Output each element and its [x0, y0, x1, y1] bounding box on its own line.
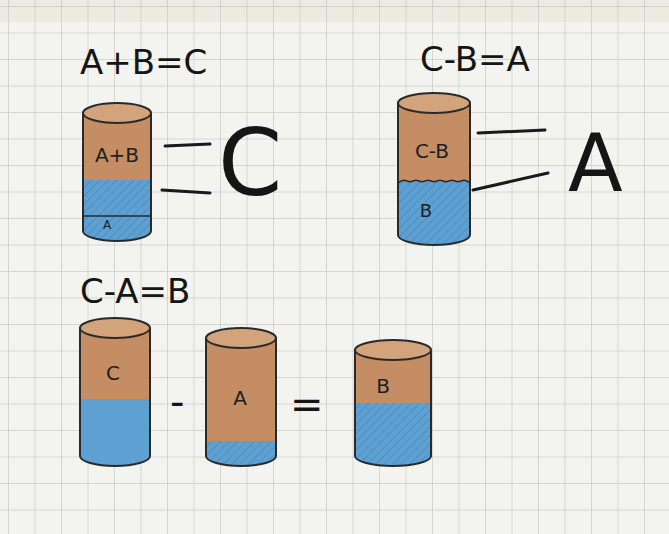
- result-letter: C: [218, 118, 282, 210]
- cylinder-top: [83, 103, 151, 123]
- leader-line: [165, 144, 210, 146]
- hatching: [398, 181, 470, 245]
- cylinder-shape: [80, 318, 150, 466]
- cylinder-shape: [83, 103, 151, 241]
- divider-line: [83, 215, 151, 217]
- cylinder-label: B: [376, 376, 390, 396]
- blue-fill: [83, 180, 151, 241]
- cylinder-outline: [206, 338, 276, 466]
- cylinder-label: B: [420, 202, 432, 220]
- cylinder-cup: A+B A: [83, 103, 151, 241]
- brown-fill: [206, 338, 276, 441]
- cylinder-top: [80, 318, 150, 338]
- cylinder-cup: A: [206, 328, 276, 466]
- cylinder-shape: [355, 340, 431, 466]
- cylinder-top: [398, 93, 470, 113]
- cylinder-cup: C: [80, 318, 150, 466]
- cylinder-cup: C-B B: [398, 93, 470, 245]
- wavy-surface: [398, 180, 470, 183]
- leader-line: [162, 190, 210, 193]
- leader-line: [473, 173, 548, 190]
- operator-sign: -: [170, 382, 184, 422]
- brown-fill: [398, 103, 470, 181]
- cylinder-outline: [398, 103, 470, 245]
- result-letter: A: [568, 124, 623, 204]
- equation-heading: A+B=C: [80, 45, 207, 79]
- hatching: [83, 180, 151, 241]
- cylinder-outline: [80, 328, 150, 466]
- blue-fill: [398, 181, 470, 245]
- leader-line: [478, 130, 545, 133]
- equation-heading: C-A=B: [80, 274, 190, 308]
- cylinder-label: C: [106, 363, 120, 383]
- cylinder-top: [355, 340, 431, 360]
- cylinder-shape: [398, 93, 470, 245]
- cylinder-label: A: [103, 219, 111, 231]
- blue-fill: [80, 399, 150, 466]
- operator-sign: =: [290, 384, 324, 424]
- blue-fill: [355, 403, 431, 466]
- cylinder-outline: [83, 113, 151, 241]
- cylinder-label: A+B: [95, 145, 139, 165]
- equation-heading: C-B=A: [420, 42, 530, 76]
- cylinder-top: [206, 328, 276, 348]
- cylinder-label: A: [233, 388, 247, 408]
- hatching: [355, 403, 431, 466]
- cylinder-label: C-B: [415, 141, 449, 161]
- cylinder-outline: [355, 350, 431, 466]
- cylinder-cup: B: [355, 340, 431, 466]
